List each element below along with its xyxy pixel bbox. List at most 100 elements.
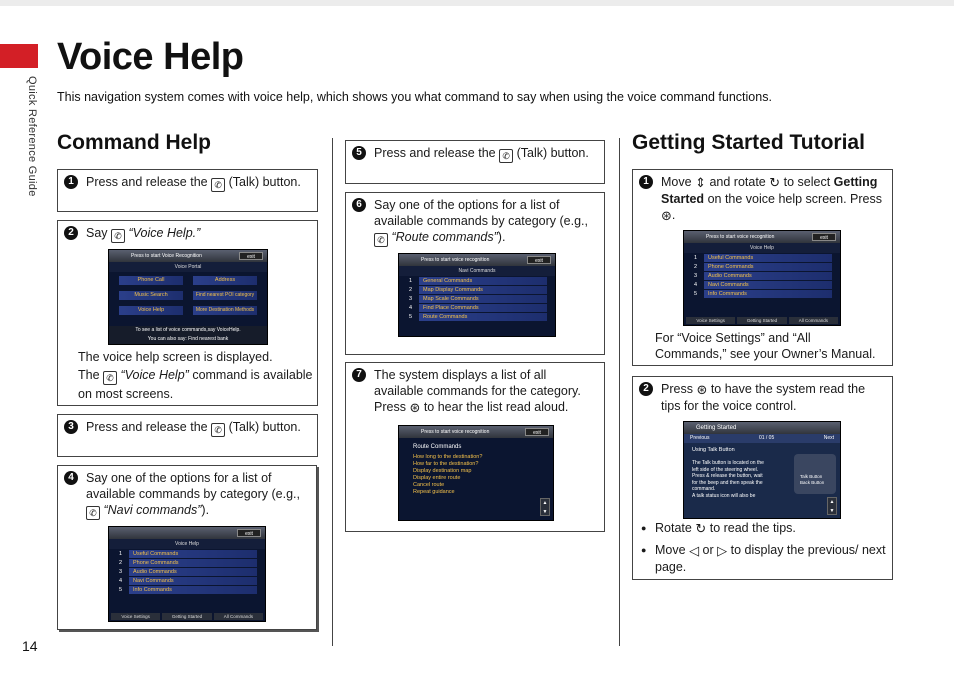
bullet-list: Rotate ↻ to read the tips. Move ◁ or ▷ t… [635,520,891,575]
getting-started-label: Getting Started [661,175,878,206]
intro-text: This navigation system comes with voice … [57,90,772,104]
steering-wheel-illustration: Talk Button Back Button [794,454,836,494]
column-divider [332,138,333,646]
portal-footer-line: To see a list of voice commands,say Voic… [135,327,241,333]
row-number: 3 [119,569,123,575]
row-number: 4 [119,578,123,584]
step-text: Press [661,382,693,396]
scroll-buttons-icon: ▲▼ [540,498,550,516]
step-text: . [671,208,676,222]
tip-line: A talk status icon will also be [692,492,756,499]
footer-tab: Getting Started [162,613,212,620]
talk-button-icon: ✆ [374,233,388,247]
step-text: Press and release the [374,146,496,160]
screen-header: Getting Started [684,422,840,434]
row-label: Useful Commands [133,551,179,557]
bullet-text: or [702,543,714,557]
portal-button: Voice Help [119,306,183,315]
row-number: 4 [409,305,413,311]
row-label: Useful Commands [708,255,754,261]
step-number: 2 [64,226,78,240]
portal-footer: To see a list of voice commands,say Voic… [109,326,267,344]
step-number: 7 [352,368,366,382]
page-indicator: 01 / 05 [758,435,775,441]
rotate-knob-icon: ↻ [695,521,707,536]
step-text: Press [374,400,406,414]
step-note-text: command is available on most screens. [78,368,313,401]
exit-button: exit [812,233,836,241]
step-4-box: 4 Say one of the options for a list of a… [57,465,317,630]
move-knob-icon: ⇕ [695,175,706,190]
step-text: ). [201,503,210,517]
bullet-item: Move ◁ or ▷ to display the previous/ nex… [635,542,891,575]
step-text: Say [86,226,108,240]
row-number: 2 [694,264,698,270]
step-text: Say one of the options for a list of ava… [374,198,588,228]
footer-tab: All Commands [213,613,263,620]
row-number: 1 [694,255,698,261]
step-note: The ✆ “Voice Help” command is available … [78,366,313,403]
section-tab-marker [0,44,38,68]
screen-footer: Voice Settings Getting Started All Comma… [111,613,263,620]
row-number: 5 [119,587,123,593]
row-number: 2 [409,287,413,293]
tip-line: left side of the steering wheel. [692,466,759,473]
step-text: (Talk) button. [228,420,301,434]
command-row: 1 Useful Commands [694,254,832,262]
rotate-knob-icon: ↻ [769,175,781,190]
step-text: ). [497,230,506,244]
getting-started-screen: Getting Started Previous 01 / 05 Next Us… [683,421,841,519]
command-row: 2 Phone Commands [694,263,832,271]
screen-footer: Voice Settings Getting Started All Comma… [686,317,838,324]
row-number: 3 [694,273,698,279]
row-label: Phone Commands [708,264,754,270]
exit-button: exit [237,529,261,537]
side-label: Quick Reference Guide [26,76,38,197]
step-text: Move [661,175,692,189]
row-number: 5 [409,314,413,320]
screen-subtitle: Navi Commands [399,266,555,276]
bullet-text: Move [655,543,686,557]
talk-button-icon: ✆ [86,506,100,520]
step-text: on the voice help screen. Press [707,192,882,206]
column-divider [619,138,620,646]
tip-heading: Using Talk Button [692,447,735,453]
step-note: The voice help screen is displayed. [78,350,273,364]
talk-button-icon: ✆ [111,229,126,243]
step-text: and rotate [709,175,766,189]
exit-button: exit [525,428,549,436]
step-text: to hear the list read aloud. [423,400,569,414]
command-row: 4 Navi Commands [119,577,257,585]
step-2-box: 2 Say ✆ “Voice Help.” Press to start Voi… [57,220,318,406]
step-6-box: 6 Say one of the options for a list of a… [345,192,605,355]
step-text: to select [783,175,831,189]
screen-header-text: Getting Started [696,425,737,431]
previous-button: Previous [690,435,710,441]
press-knob-icon: ⊛ [409,400,421,415]
footer-tab: Voice Settings [686,317,736,324]
tutorial-step-2-box: 2 Press ⊛ to have the system read the ti… [632,376,893,580]
row-label: Navi Commands [133,578,174,584]
row-number: 3 [409,296,413,302]
row-number: 2 [119,560,123,566]
next-button: Next [823,435,834,441]
voice-command-text: “Voice Help.” [128,226,201,240]
step-number: 3 [64,420,78,434]
screen-subtitle: Voice Portal [109,262,267,272]
move-left-icon: ◁ [689,543,700,558]
talk-button-icon: ✆ [103,371,118,385]
row-label: Route Commands [423,314,468,320]
illustration-label: Back Button [800,480,825,485]
route-command-line: Display destination map [413,468,472,474]
footer-tab: All Commands [788,317,838,324]
